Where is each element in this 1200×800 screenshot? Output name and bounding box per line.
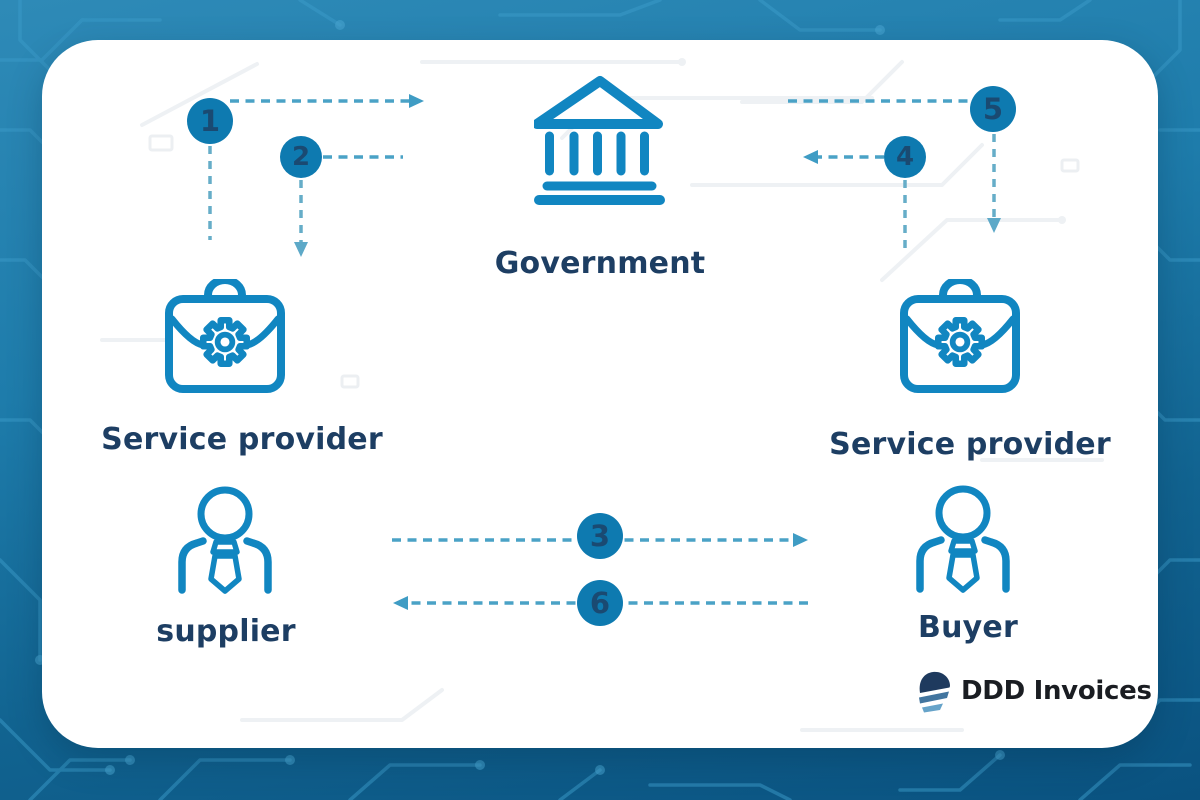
step-number: 5: [982, 92, 1004, 126]
arrow-step-3: [392, 533, 808, 547]
government-label: Government: [494, 246, 706, 281]
arrow-step-4: [803, 150, 907, 255]
service-provider-left-label: Service provider: [101, 422, 383, 457]
arrow-step-6: [393, 596, 808, 610]
step-circle-1: 1: [187, 98, 233, 144]
ddd-invoices-logo: DDD Invoices: [916, 669, 1152, 713]
step-circle-5: 5: [970, 86, 1016, 132]
arrow-step-1: [208, 94, 424, 240]
step-circle-3: 3: [577, 513, 623, 559]
service-provider-left-briefcase-icon: [165, 279, 285, 393]
arrow-step-5: [788, 99, 1001, 233]
ddd-invoices-logomark: [919, 671, 950, 713]
step-number: 3: [589, 519, 611, 553]
buyer-person-icon: [916, 485, 1010, 593]
buyer-label: Buyer: [918, 610, 1018, 645]
ddd-invoices-logotext: DDD Invoices: [961, 676, 1152, 706]
supplier-label: supplier: [156, 614, 296, 649]
step-circle-2: 2: [280, 136, 322, 178]
diagram-card: [42, 40, 1158, 748]
step-number: 6: [589, 586, 611, 620]
step-number: 4: [895, 142, 915, 172]
service-provider-right-label: Service provider: [829, 427, 1111, 462]
step-circle-4: 4: [884, 136, 926, 178]
service-provider-right-briefcase-icon: [900, 279, 1020, 393]
step-circle-6: 6: [577, 580, 623, 626]
government-bank-icon: [534, 76, 665, 205]
arrow-step-2: [294, 155, 403, 257]
supplier-person-icon: [178, 486, 272, 594]
step-number: 1: [199, 104, 221, 138]
step-number: 2: [291, 142, 311, 172]
